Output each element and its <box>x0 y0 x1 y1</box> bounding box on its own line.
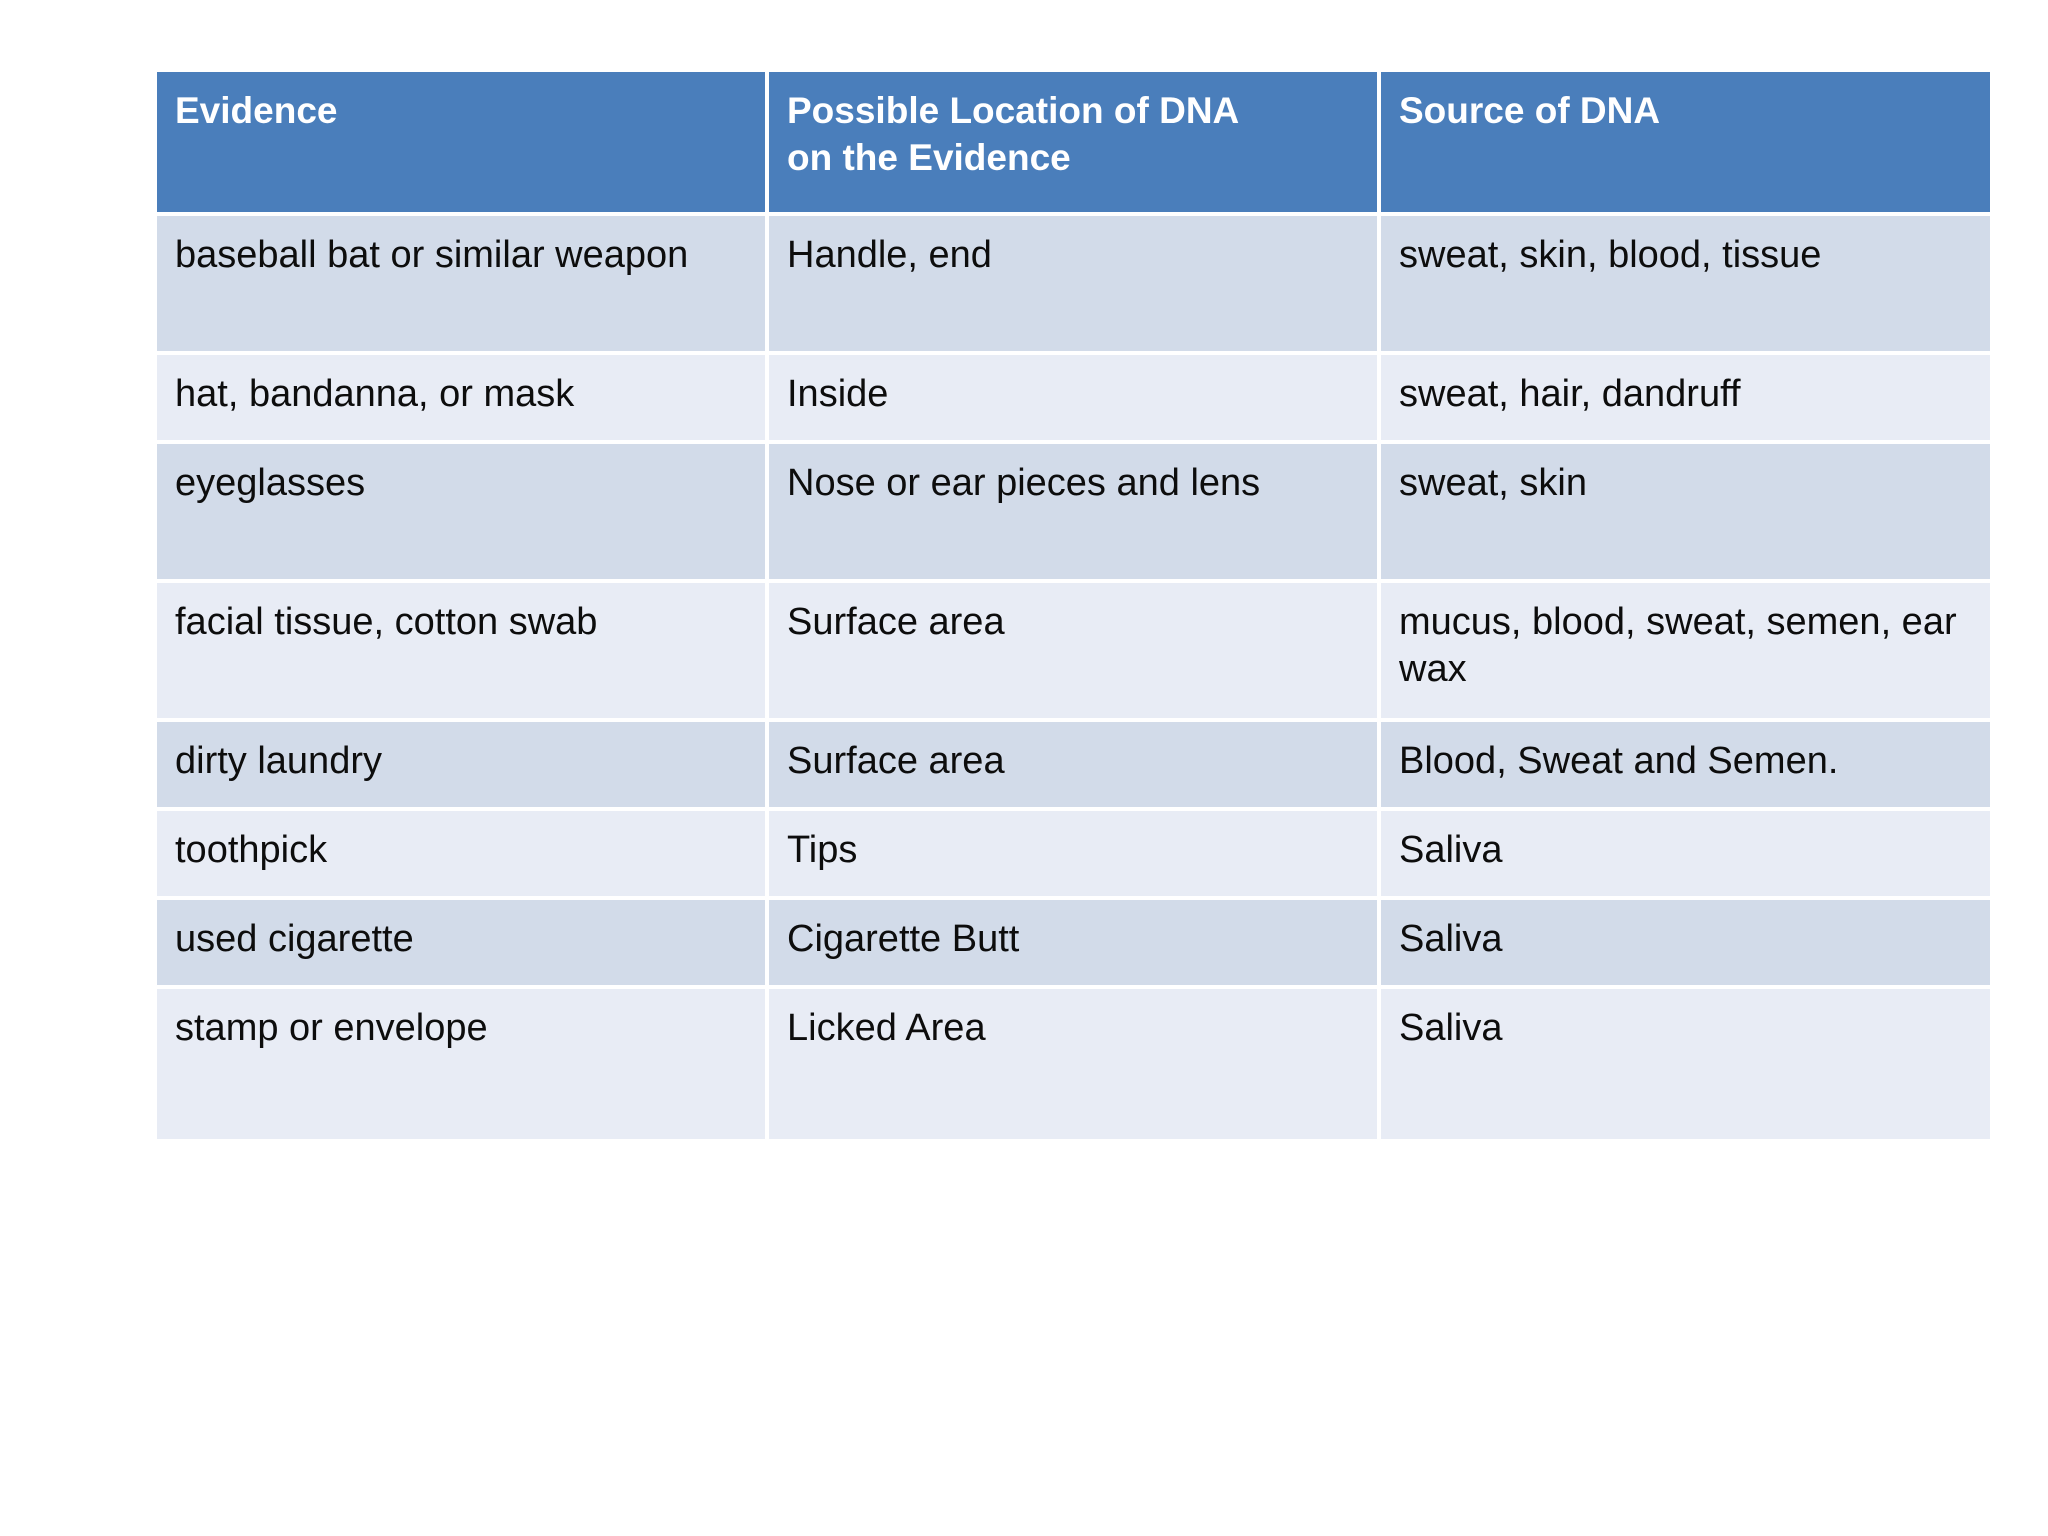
column-header-evidence: Evidence <box>157 72 769 216</box>
cell-evidence: toothpick <box>157 811 769 900</box>
cell-source: sweat, skin <box>1381 444 1990 583</box>
cell-evidence: dirty laundry <box>157 722 769 811</box>
table-row: stamp or envelope Licked Area Saliva <box>157 989 1990 1143</box>
column-header-source: Source of DNA <box>1381 72 1990 216</box>
cell-source: Saliva <box>1381 811 1990 900</box>
column-header-evidence-label: Evidence <box>175 90 338 131</box>
cell-location: Cigarette Butt <box>769 900 1381 989</box>
cell-location: Licked Area <box>769 989 1381 1143</box>
table-row: facial tissue, cotton swab Surface area … <box>157 583 1990 722</box>
dna-evidence-table: Evidence Possible Location of DNA on the… <box>157 72 1990 1143</box>
table-row: baseball bat or similar weapon Handle, e… <box>157 216 1990 355</box>
cell-source: sweat, hair, dandruff <box>1381 355 1990 444</box>
cell-evidence: stamp or envelope <box>157 989 769 1143</box>
cell-location: Nose or ear pieces and lens <box>769 444 1381 583</box>
cell-source: Saliva <box>1381 900 1990 989</box>
table-header: Evidence Possible Location of DNA on the… <box>157 72 1990 216</box>
table-row: toothpick Tips Saliva <box>157 811 1990 900</box>
table-body: baseball bat or similar weapon Handle, e… <box>157 216 1990 1143</box>
cell-evidence: eyeglasses <box>157 444 769 583</box>
cell-location: Surface area <box>769 583 1381 722</box>
cell-evidence: used cigarette <box>157 900 769 989</box>
column-header-location-line1: Possible Location of DNA <box>787 90 1240 131</box>
cell-location: Handle, end <box>769 216 1381 355</box>
cell-source: Blood, Sweat and Semen. <box>1381 722 1990 811</box>
column-header-location: Possible Location of DNA on the Evidence <box>769 72 1381 216</box>
cell-source: sweat, skin, blood, tissue <box>1381 216 1990 355</box>
table-row: eyeglasses Nose or ear pieces and lens s… <box>157 444 1990 583</box>
cell-evidence: baseball bat or similar weapon <box>157 216 769 355</box>
column-header-source-label: Source of DNA <box>1399 90 1661 131</box>
table-row: hat, bandanna, or mask Inside sweat, hai… <box>157 355 1990 444</box>
column-header-location-line2: on the Evidence <box>787 136 1071 178</box>
cell-evidence: facial tissue, cotton swab <box>157 583 769 722</box>
cell-evidence: hat, bandanna, or mask <box>157 355 769 444</box>
table-row: used cigarette Cigarette Butt Saliva <box>157 900 1990 989</box>
cell-location: Tips <box>769 811 1381 900</box>
header-row: Evidence Possible Location of DNA on the… <box>157 72 1990 216</box>
cell-location: Inside <box>769 355 1381 444</box>
table-row: dirty laundry Surface area Blood, Sweat … <box>157 722 1990 811</box>
cell-location: Surface area <box>769 722 1381 811</box>
cell-source: Saliva <box>1381 989 1990 1143</box>
cell-source: mucus, blood, sweat, semen, ear wax <box>1381 583 1990 722</box>
